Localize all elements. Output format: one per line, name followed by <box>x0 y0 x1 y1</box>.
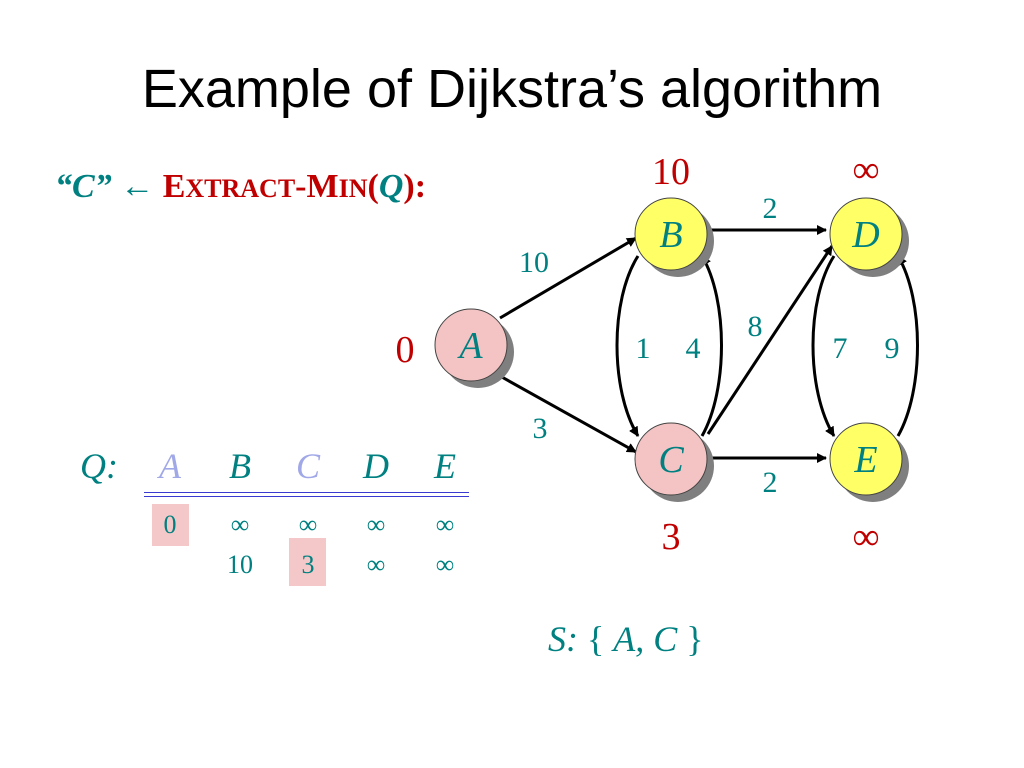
node-d-label: D <box>851 214 879 256</box>
func-in: IN <box>338 174 368 203</box>
queue-row0-d: ∞ <box>366 510 386 539</box>
edge-d-e <box>811 255 836 437</box>
lparen: ( <box>367 168 379 205</box>
queue-header-d: D <box>363 446 389 486</box>
edge-c-b <box>700 255 723 437</box>
weight-b-c: 1 <box>636 332 651 365</box>
weight-a-c: 3 <box>533 412 548 445</box>
queue-header-e: E <box>434 446 456 486</box>
node-c: C <box>634 422 714 502</box>
queue-arg: Q <box>378 168 404 205</box>
queue-row0-b: ∞ <box>230 510 250 539</box>
assign-arrow-icon: ← <box>120 168 155 205</box>
queue-row0-c: ∞ <box>298 510 318 539</box>
queue-label: Q: <box>80 446 118 486</box>
settled-set-open-brace: { <box>587 619 605 659</box>
open-quote: “ <box>55 168 72 205</box>
weight-c-d: 8 <box>748 310 763 343</box>
weight-b-d: 2 <box>763 192 778 225</box>
weight-c-e: 2 <box>763 466 778 499</box>
edge-e-d <box>896 255 919 437</box>
func-xtract: XTRACT <box>185 174 296 203</box>
queue-header-a: A <box>159 446 181 486</box>
edge-a-c <box>499 374 637 454</box>
settled-set: S: { A, C } <box>548 618 704 660</box>
node-a: A <box>434 308 514 388</box>
queue-divider-second <box>144 496 469 497</box>
queue-header-b: B <box>229 446 251 486</box>
queue-divider <box>144 492 469 493</box>
node-d: D <box>829 197 909 277</box>
extract-min-statement: “C” ← EXTRACT-MIN(Q): <box>55 170 426 204</box>
node-a-label: A <box>456 325 483 367</box>
queue-header-c: C <box>295 446 320 486</box>
settled-set-label: S: <box>548 619 578 659</box>
queue-row0-e: ∞ <box>435 510 455 539</box>
extracted-vertex: C <box>72 168 95 205</box>
weight-d-e: 7 <box>833 332 848 365</box>
func-letter-e: E <box>162 168 186 205</box>
node-e: E <box>829 422 909 502</box>
queue-highlight-c <box>289 538 326 586</box>
func-dash: - <box>295 168 307 205</box>
settled-set-close-brace: } <box>686 619 704 659</box>
graph-edges <box>499 225 919 463</box>
dist-b: 10 <box>652 151 690 193</box>
weight-c-b: 4 <box>686 332 701 365</box>
dist-e: ∞ <box>852 516 879 558</box>
rparen: ) <box>403 168 415 205</box>
queue-highlight-a <box>152 504 189 546</box>
edge-a-b <box>499 236 637 320</box>
node-b-label: B <box>659 214 682 256</box>
node-e-label: E <box>853 439 877 481</box>
dist-a: 0 <box>396 329 415 371</box>
edge-b-c <box>615 255 640 437</box>
colon: : <box>414 168 427 205</box>
queue-row1-b: 10 <box>227 550 253 579</box>
weight-a-b: 10 <box>519 246 549 279</box>
close-quote: ” <box>94 168 112 205</box>
node-b: B <box>634 197 714 277</box>
queue-row1-d: ∞ <box>366 550 386 579</box>
weight-e-d: 9 <box>885 332 900 365</box>
settled-set-members: A, C <box>613 619 678 659</box>
edge-c-d <box>706 245 834 435</box>
queue-row1-e: ∞ <box>435 550 455 579</box>
dist-d: ∞ <box>852 149 879 191</box>
queue-row1-c: 3 <box>301 550 315 579</box>
queue-row0-a: 0 <box>163 510 177 539</box>
dist-c: 3 <box>662 516 681 558</box>
func-letter-m: M <box>306 168 339 205</box>
node-c-label: C <box>658 439 684 481</box>
slide-title: Example of Dijkstra’s algorithm <box>141 59 883 119</box>
